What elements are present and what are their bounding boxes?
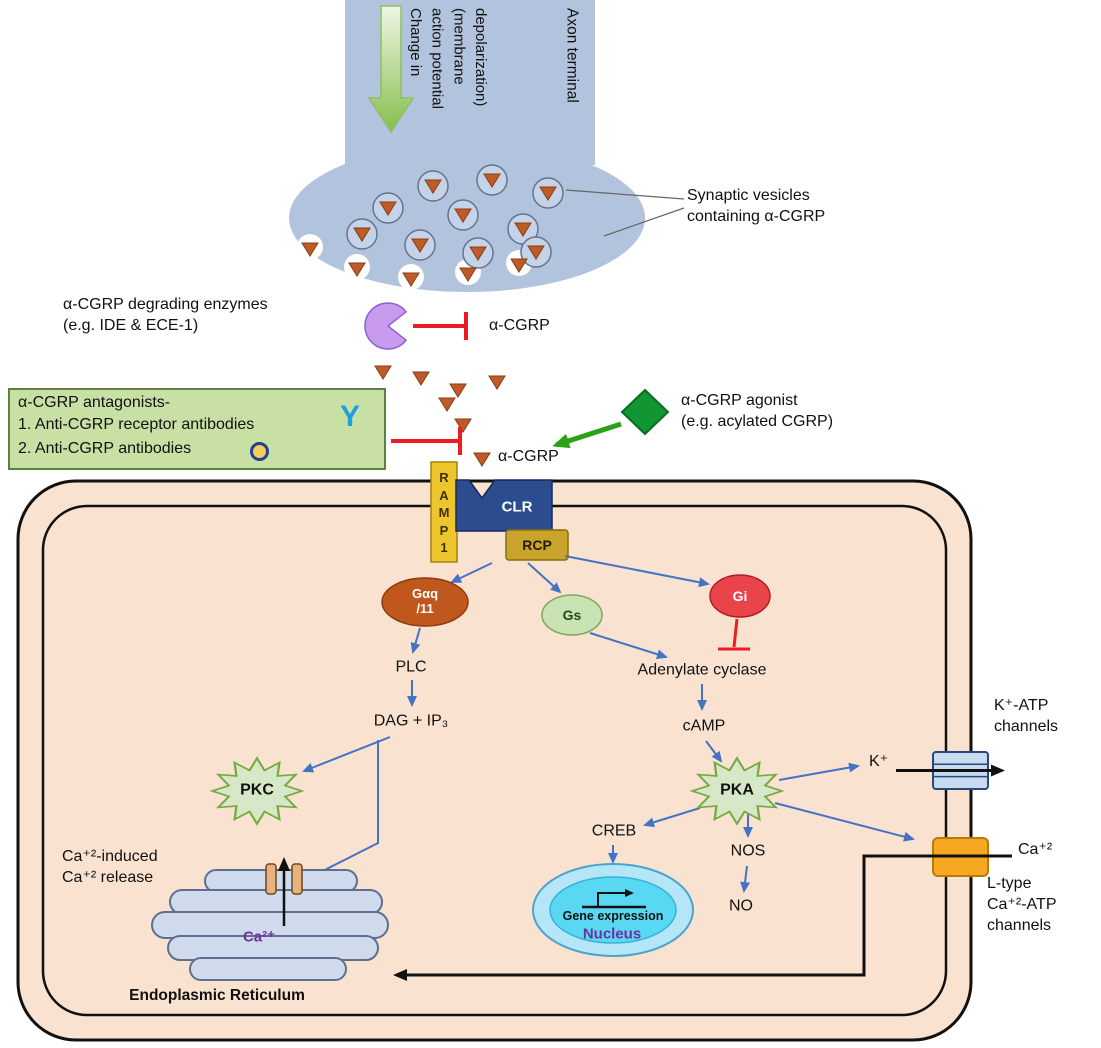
antibody-y-icon: Y <box>340 400 361 433</box>
ca-ion-label: Ca⁺² <box>1018 841 1053 858</box>
antagonists-item-receptor-antibodies: 1. Anti-CGRP receptor antibodies <box>18 416 255 433</box>
er-ca-label: Ca²⁺ <box>242 928 276 946</box>
ca-induced-release-label: Ca⁺²-induced Ca⁺² release <box>62 848 158 886</box>
arrow-receptor-gs <box>527 562 562 594</box>
adenylate-cyclase-label: Adenylate cyclase <box>637 661 767 679</box>
gs-label: Gs <box>562 606 582 623</box>
antagonists-box: α-CGRP antagonists- 1. Anti-CGRP recepto… <box>8 388 386 470</box>
arrow-receptor-gi <box>564 555 710 588</box>
er-calcium-channel <box>265 863 303 895</box>
arrow-receptor-gaq <box>450 562 493 583</box>
antibody-dot-icon <box>250 442 269 461</box>
agonist-diamond-icon <box>620 388 670 436</box>
degrading-enzyme-pacman-icon <box>364 302 408 350</box>
ramp1-label: R A M P 1 <box>438 470 450 556</box>
nucleus-label: Nucleus <box>582 925 642 943</box>
clr-subunit <box>455 479 553 532</box>
cgrp-receptor-label: α-CGRP <box>498 448 559 465</box>
arrow-pka-ltype <box>774 802 915 842</box>
creb-label: CREB <box>591 822 637 840</box>
rcp-subunit <box>505 529 569 561</box>
k-ion-label: K⁺ <box>869 753 889 770</box>
agonist-label: α-CGRP agonist (e.g. acylated CGRP) <box>681 392 834 430</box>
arrow-nos-no <box>740 865 751 893</box>
er-label: Endoplasmic Reticulum <box>129 986 305 1004</box>
ltype-channels-label: L-type Ca⁺²-ATP channels <box>987 875 1057 934</box>
pka-starburst <box>689 756 785 826</box>
pkc-starburst <box>209 756 305 826</box>
plc-label: PLC <box>395 658 427 676</box>
arrow-camp-pka <box>705 740 723 763</box>
agonist-activation-arrow <box>552 421 622 449</box>
no-label: NO <box>729 897 753 915</box>
synaptic-vesicles-label: Synaptic vesicles containing α-CGRP <box>687 187 826 225</box>
antagonists-title: α-CGRP antagonists- <box>18 394 171 411</box>
rcp-label: RCP <box>522 536 552 553</box>
ramp1-subunit <box>430 461 458 563</box>
degrading-enzymes-label: α-CGRP degrading enzymes (e.g. IDE & ECE… <box>63 296 268 334</box>
gs-ellipse <box>541 594 603 636</box>
camp-label: cAMP <box>682 717 726 735</box>
cgrp-triangles <box>301 173 557 467</box>
gene-promoter-icon <box>582 889 646 909</box>
arrow-pka-k <box>778 762 860 781</box>
nos-label: NOS <box>730 842 766 860</box>
gaq-ellipse <box>381 577 469 627</box>
degrading-inhibition-tbar <box>413 312 468 340</box>
antagonists-item-cgrp-antibodies: 2. Anti-CGRP antibodies <box>18 440 192 457</box>
gi-ellipse <box>709 574 771 618</box>
nucleus-ellipse-inner <box>549 876 677 944</box>
dag-ip3-label: DAG + IP₃ <box>373 712 449 730</box>
cell-membrane-outer <box>16 479 973 1042</box>
arrow-pka-creb <box>643 807 701 828</box>
arrow-dag-pkc <box>302 736 391 773</box>
gi-inhibition-tbar <box>718 618 750 651</box>
change-in-action-potential-label: Change in action potential (membrane dep… <box>406 8 489 109</box>
pkc-label: PKC <box>240 781 274 799</box>
k-atp-channels-label: K⁺-ATP channels <box>994 697 1059 735</box>
clr-label: CLR <box>501 498 533 516</box>
signal-arrows <box>297 555 915 893</box>
arrow-gaq-plc <box>410 627 421 654</box>
gaq-label: Gαq /11 <box>411 586 439 616</box>
gi-label: Gi <box>732 587 748 604</box>
depolarization-arrow-icon <box>367 5 415 134</box>
er-shape <box>151 869 389 981</box>
cgrp-free-label: α-CGRP <box>489 317 550 334</box>
axon-terminal-label: Axon terminal <box>563 8 581 103</box>
gene-expression-label: Gene expression <box>562 908 664 923</box>
calcium-influx-arrow <box>393 854 1012 981</box>
pka-label: PKA <box>720 781 754 799</box>
antagonist-inhibition-tbar <box>391 427 462 455</box>
arrow-gs-ac <box>589 632 668 660</box>
vesicle-label-pointers <box>565 189 685 237</box>
